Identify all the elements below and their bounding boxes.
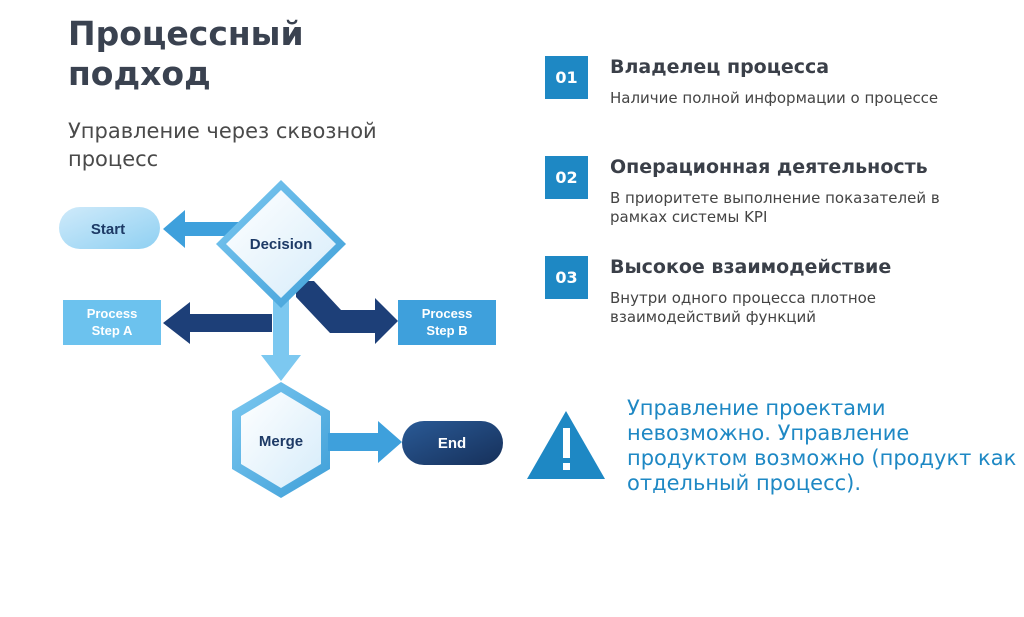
decision-label: Decision <box>250 236 313 253</box>
end-node: End <box>402 421 503 465</box>
start-label: Start <box>91 221 125 238</box>
warning-note: Управление проектами невозможно. Управле… <box>627 396 1017 495</box>
process-a-label-line2: Step A <box>92 323 133 338</box>
merge-node: Merge <box>232 382 330 498</box>
page-title: Процессный подход <box>68 14 304 93</box>
arrow-to-process-a <box>163 302 272 344</box>
process-b-label-line2: Step B <box>426 323 467 338</box>
item-title: Операционная деятельность <box>610 156 928 178</box>
start-node: Start <box>59 207 160 249</box>
item-title: Высокое взаимодействие <box>610 256 892 278</box>
process-step-b-node: Process Step B <box>398 300 496 345</box>
merge-label: Merge <box>259 433 303 450</box>
process-step-a-node: Process Step A <box>63 300 161 345</box>
process-a-label-line1: Process <box>87 306 138 321</box>
item-number-badge: 01 <box>545 56 588 99</box>
arrow-to-start <box>163 210 244 248</box>
arrow-to-merge <box>261 290 301 381</box>
decision-node: Decision <box>216 180 346 308</box>
item-description: Внутри одного процесса плотное взаимодей… <box>610 289 877 326</box>
item-number-badge: 02 <box>545 156 588 199</box>
item-title: Владелец процесса <box>610 56 830 78</box>
process-b-label-line1: Process <box>422 306 473 321</box>
warning-icon <box>527 411 605 479</box>
item-description: В приоритете выполнение показателей в ра… <box>610 189 940 226</box>
arrow-to-end <box>328 421 402 463</box>
item-number-badge: 03 <box>545 256 588 299</box>
page-subtitle: Управление через сквозной процесс <box>68 119 377 171</box>
item-description: Наличие полной информации о процессе <box>610 89 939 107</box>
end-label: End <box>438 435 466 452</box>
arrow-to-process-b <box>296 281 398 344</box>
